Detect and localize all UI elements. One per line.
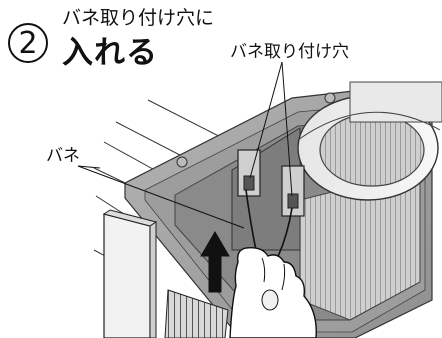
spring-label: バネ <box>46 146 80 166</box>
label-leader-lines <box>77 61 293 229</box>
step-title-line1: バネ取り付け穴に <box>62 7 215 29</box>
step-title-line2: 入れる <box>62 35 158 71</box>
step-number-circle <box>8 23 48 63</box>
spring-hole-label: バネ取り付け穴 <box>230 42 349 62</box>
ceiling-panel <box>102 209 229 338</box>
step-number: 2 <box>18 26 38 61</box>
push-up-arrow <box>200 231 230 293</box>
duct-ring <box>297 81 442 201</box>
hand-illustration <box>229 246 317 338</box>
